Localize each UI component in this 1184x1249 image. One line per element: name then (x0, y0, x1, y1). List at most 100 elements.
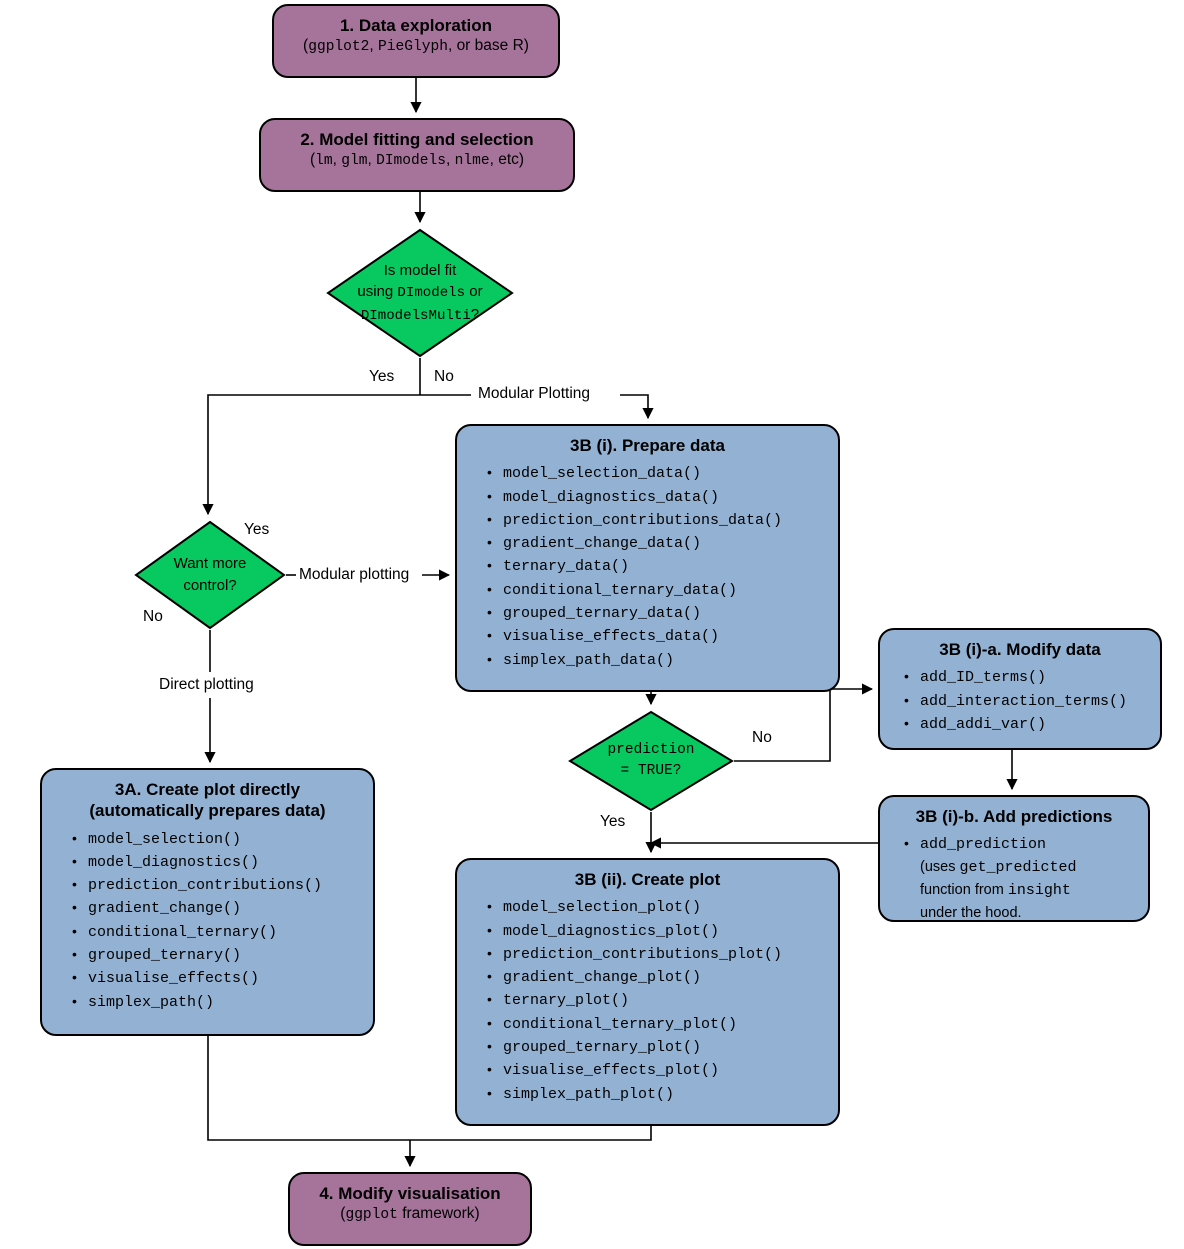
node-prepare-data-body: 3B (i). Prepare data model_selection_dat… (457, 426, 838, 672)
list-item: model_selection() (70, 826, 359, 851)
decision-model-fit-line3: DImodelsMulti? (360, 305, 480, 324)
list-item: ternary_data() (485, 554, 824, 578)
decision-model-fit-line2: using DImodels or (357, 283, 483, 302)
list-item: add_interaction_terms() (902, 689, 1146, 713)
decision-prediction-line2: = TRUE? (620, 763, 682, 779)
list-item: conditional_ternary_plot() (485, 1012, 824, 1036)
list-item: gradient_change() (70, 896, 359, 920)
list-item: simplex_path() (70, 990, 359, 1014)
decision-want-control-line1: Want more (173, 555, 247, 573)
node-add-predictions-body: 3B (i)-b. Add predictions add_prediction… (880, 797, 1148, 924)
pkg-dimodels-ref: DImodels (397, 285, 466, 302)
list-item: conditional_ternary() (70, 920, 359, 944)
list-item: model_diagnostics_plot() (485, 919, 824, 943)
node-modify-visualisation-body: 4. Modify visualisation (ggplot framewor… (290, 1174, 530, 1225)
list-item: prediction_contributions() (70, 873, 359, 897)
list-item: grouped_ternary_plot() (485, 1035, 824, 1059)
node-prepare-data-list: model_selection_data() model_diagnostics… (471, 461, 824, 672)
node-add-predictions-list: add_prediction (uses get_predicted funct… (894, 832, 1134, 924)
edge-label-want-control-no: No (143, 608, 163, 625)
node-create-plot-directly-body: 3A. Create plot directly (automatically … (42, 770, 373, 1014)
decision-prediction-line1: prediction (607, 741, 695, 758)
edge-label-model-fit-yes: Yes (367, 368, 397, 386)
diamond-shape (568, 710, 734, 812)
list-item: prediction_contributions_data() (485, 508, 824, 532)
list-item: grouped_ternary_data() (485, 601, 824, 625)
list-item: grouped_ternary() (70, 943, 359, 967)
list-item: model_diagnostics() (70, 850, 359, 874)
decision-prediction-true[interactable]: prediction = TRUE? (568, 710, 734, 812)
list-item: add_addi_var() (902, 712, 1146, 736)
node-prepare-data-title: 3B (i). Prepare data (570, 436, 725, 455)
list-item: simplex_path_data() (485, 648, 824, 672)
decision-model-fit[interactable]: Is model fit using DImodels or DImodelsM… (326, 228, 514, 358)
node-modify-visualisation[interactable]: 4. Modify visualisation (ggplot framewor… (288, 1172, 532, 1246)
fn-get-predicted: get_predicted (959, 859, 1077, 877)
node-modify-visualisation-title: 4. Modify visualisation (319, 1184, 501, 1203)
edge-label-modular-plotting-top: Modular Plotting (476, 385, 593, 403)
node-create-plot-list: model_selection_plot() model_diagnostics… (471, 895, 824, 1106)
decision-prediction-label: prediction = TRUE? (568, 710, 734, 812)
node-create-plot-title: 3B (ii). Create plot (574, 870, 721, 889)
pkg-ggplot: ggplot (345, 1207, 398, 1224)
pkg-insight: insight (1007, 882, 1071, 900)
fn-lm: lm (315, 153, 333, 170)
node-model-fitting[interactable]: 2. Model fitting and selection (lm, glm,… (259, 118, 575, 192)
node-data-exploration-body: 1. Data exploration (ggplot2, PieGlyph, … (274, 6, 558, 57)
list-item: simplex_path_plot() (485, 1082, 824, 1106)
node-model-fitting-subtitle: (lm, glm, DImodels, nlme, etc) (309, 151, 525, 170)
list-item: ternary_plot() (485, 988, 824, 1012)
list-item: gradient_change_plot() (485, 965, 824, 989)
edge-prediction-no-to-modify-data (734, 683, 874, 762)
node-create-plot-directly-list: model_selection() model_diagnostics() pr… (56, 826, 359, 1014)
pkg-dimodels: DImodels (376, 153, 446, 170)
node-modify-data-body: 3B (i)-a. Modify data add_ID_terms() add… (880, 630, 1160, 736)
fn-add-prediction: add_prediction (920, 836, 1047, 854)
node-modify-data[interactable]: 3B (i)-a. Modify data add_ID_terms() add… (878, 628, 1162, 750)
node-create-plot-directly-title-line1: 3A. Create plot directly (114, 780, 301, 799)
edge-label-want-control-yes: Yes (244, 521, 270, 538)
node-add-predictions[interactable]: 3B (i)-b. Add predictions add_prediction… (878, 795, 1150, 922)
edge-label-direct-plotting: Direct plotting (157, 676, 256, 694)
list-item: prediction_contributions_plot() (485, 942, 824, 966)
node-modify-data-list: add_ID_terms() add_interaction_terms() a… (894, 665, 1146, 736)
node-modify-visualisation-subtitle: (ggplot framework) (340, 1205, 480, 1224)
pkg-pieglyph: PieGlyph (378, 39, 448, 56)
node-data-exploration[interactable]: 1. Data exploration (ggplot2, PieGlyph, … (272, 4, 560, 78)
edge-label-prediction-no: No (750, 729, 774, 747)
fn-glm: glm (341, 153, 368, 170)
pkg-dimodelsmulti-ref: DImodelsMulti (360, 307, 471, 324)
diamond-shape (134, 520, 286, 630)
list-item: visualise_effects_data() (485, 624, 824, 648)
list-item: model_selection_plot() (485, 895, 824, 919)
node-modify-data-title: 3B (i)-a. Modify data (939, 640, 1101, 659)
decision-want-control-label: Want more control? (134, 520, 286, 630)
list-item: visualise_effects_plot() (485, 1058, 824, 1082)
node-add-predictions-title: 3B (i)-b. Add predictions (915, 807, 1113, 826)
edge-create-plot-to-merge (410, 1126, 652, 1141)
edge-model-fit-yes-branch (202, 394, 420, 516)
node-model-fitting-title: 2. Model fitting and selection (300, 130, 534, 149)
list-item: model_diagnostics_data() (485, 485, 824, 509)
decision-model-fit-line1: Is model fit (383, 261, 457, 279)
list-item: gradient_change_data() (485, 531, 824, 555)
list-item: conditional_ternary_data() (485, 578, 824, 602)
diamond-shape (326, 228, 514, 358)
decision-model-fit-label: Is model fit using DImodels or DImodelsM… (326, 228, 514, 358)
edge-label-model-fit-no: No (432, 368, 456, 386)
node-prepare-data[interactable]: 3B (i). Prepare data model_selection_dat… (455, 424, 840, 692)
node-create-plot[interactable]: 3B (ii). Create plot model_selection_plo… (455, 858, 840, 1126)
pkg-ggplot2: ggplot2 (308, 39, 370, 56)
list-item: visualise_effects() (70, 966, 359, 990)
list-item: model_selection_data() (485, 461, 824, 485)
list-item: add_prediction (uses get_predicted funct… (902, 832, 1134, 924)
node-data-exploration-subtitle: (ggplot2, PieGlyph, or base R) (303, 37, 529, 56)
node-create-plot-directly[interactable]: 3A. Create plot directly (automatically … (40, 768, 375, 1036)
pkg-nlme: nlme (454, 153, 490, 170)
node-model-fitting-body: 2. Model fitting and selection (lm, glm,… (261, 120, 573, 171)
edge-label-modular-plotting-side: Modular plotting (297, 566, 412, 584)
edge-modular-plotting-to-prepare-data (620, 394, 654, 420)
node-create-plot-body: 3B (ii). Create plot model_selection_plo… (457, 860, 838, 1106)
decision-want-control[interactable]: Want more control? (134, 520, 286, 630)
